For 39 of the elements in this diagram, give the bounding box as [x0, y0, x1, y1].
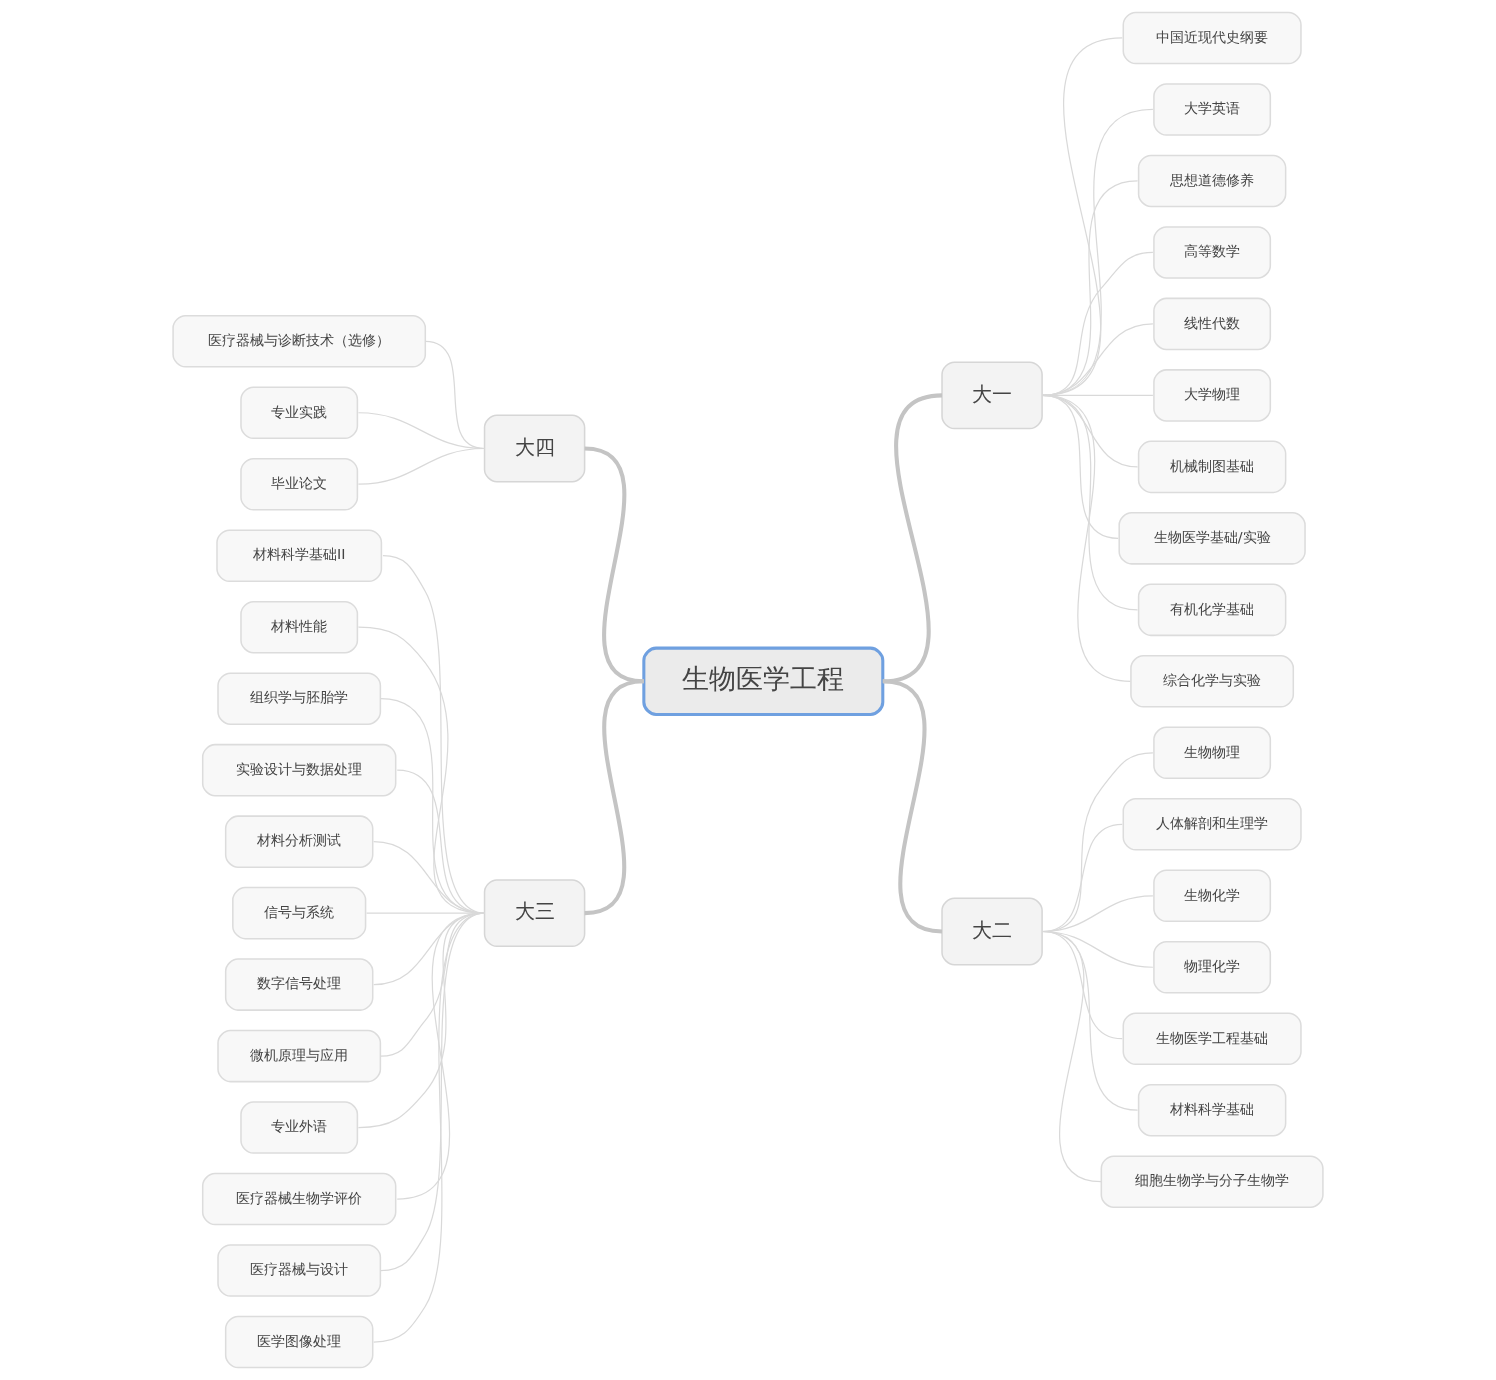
node-box: 数字信号处理: [224, 958, 374, 1011]
node-box: 毕业论文: [240, 457, 359, 511]
node-box: 材料科学基础II: [216, 529, 383, 582]
node-box: 生物医学工程基础: [1122, 1012, 1302, 1066]
node-box: 有机化学基础: [1137, 583, 1287, 637]
node-box: 中国近现代史纲要: [1122, 11, 1302, 65]
node-box: 实验设计与数据处理: [201, 743, 397, 797]
node-box: 大一: [941, 361, 1043, 430]
node-box: 综合化学与实验: [1130, 655, 1295, 708]
node-box: 专业外语: [240, 1101, 359, 1154]
node-box: 医疗器械与设计: [217, 1244, 382, 1297]
node-box: 思想道德修养: [1137, 154, 1287, 208]
node-box: 组织学与胚胎学: [217, 672, 382, 725]
node-box: 材料科学基础: [1137, 1083, 1287, 1137]
node-box: 细胞生物学与分子生物学: [1100, 1155, 1324, 1208]
node-box: 生物医学工程: [642, 646, 885, 717]
node-box: 物理化学: [1153, 940, 1272, 994]
node-box: 大二: [941, 897, 1043, 966]
node-box: 大三: [483, 879, 586, 948]
node-box: 微机原理与应用: [217, 1029, 382, 1083]
node-box: 材料性能: [240, 600, 359, 654]
node-box: 线性代数: [1153, 297, 1272, 351]
node-box: 生物医学基础/实验: [1118, 512, 1306, 565]
connector: [882, 679, 943, 934]
connector: [584, 679, 645, 916]
node-box: 医疗器械与诊断技术（选修）: [172, 314, 427, 368]
node-box: 大四: [483, 414, 586, 483]
node-box: 机械制图基础: [1137, 440, 1287, 494]
node-box: 材料分析测试: [224, 815, 374, 868]
node-box: 大学物理: [1153, 369, 1272, 422]
node-box: 生物化学: [1153, 869, 1272, 923]
node-box: 高等数学: [1153, 226, 1272, 279]
node-box: 医疗器械生物学评价: [201, 1172, 397, 1226]
node-box: 信号与系统: [232, 886, 367, 940]
node-box: 大学英语: [1153, 83, 1272, 136]
node-box: 医学图像处理: [224, 1315, 374, 1369]
node-box: 生物物理: [1153, 726, 1272, 780]
node-box: 专业实践: [240, 386, 359, 440]
node-box: 人体解剖和生理学: [1122, 798, 1302, 851]
